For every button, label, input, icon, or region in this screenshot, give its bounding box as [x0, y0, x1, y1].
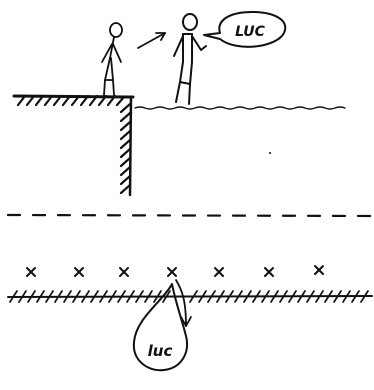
- ground-line: [7, 290, 373, 303]
- speck: [269, 152, 271, 154]
- water-surface: [134, 106, 346, 110]
- speech-bubble-top: LUC: [203, 11, 287, 48]
- standing-figure: [173, 13, 207, 105]
- small-figure-on-cliff: [101, 22, 123, 96]
- cliff: [12, 94, 135, 197]
- dashed-divider: [6, 213, 374, 218]
- cross-marks: [26, 265, 324, 277]
- motion-arrow: [137, 32, 166, 49]
- bubble-text-top: LUC: [235, 24, 266, 40]
- bubble-text-bottom: luc: [148, 342, 173, 360]
- down-arrow: [175, 279, 192, 327]
- speech-bubble-bottom: luc: [132, 283, 188, 372]
